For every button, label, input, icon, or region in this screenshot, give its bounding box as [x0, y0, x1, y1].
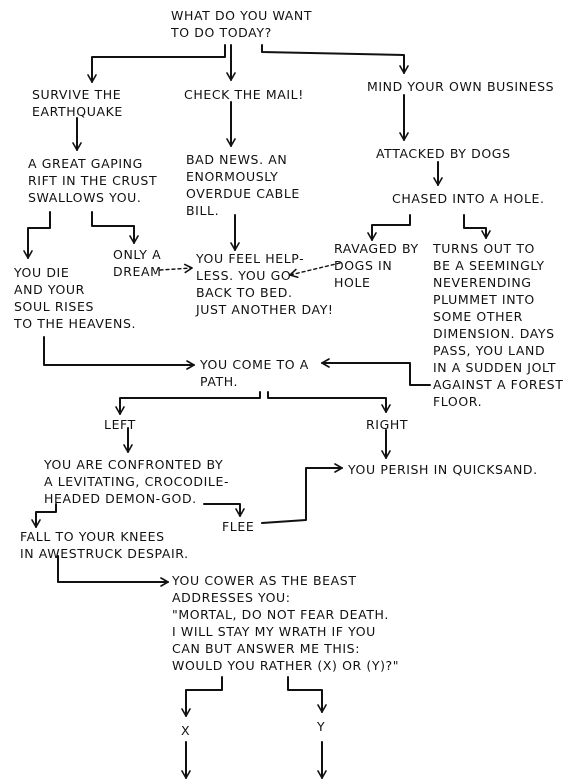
- arrow-kneel-to-cower: [57, 555, 169, 587]
- arrow-chased-to-plummet: [463, 214, 491, 239]
- node-start: What do you want to do today?: [171, 8, 313, 40]
- node-only-a-dream: Only a dream: [113, 247, 162, 279]
- arrow-chased-to-ravaged: [367, 214, 411, 241]
- arrow-demon-to-kneel: [31, 503, 57, 528]
- node-cower: You cower as the beast addresses you: "M…: [172, 573, 400, 673]
- node-flee: Flee: [222, 519, 255, 534]
- arrow-rift-to-die: [23, 211, 51, 259]
- node-ravaged-by-dogs: Ravaged by dogs in hole: [334, 241, 419, 290]
- node-perish-quicksand: You perish in quicksand.: [348, 462, 538, 477]
- node-survive-earthquake: Survive the earthquake: [32, 87, 123, 119]
- node-x: x: [181, 723, 191, 738]
- node-endless-plummet: Turns out to be a seemingly neverending …: [433, 241, 564, 409]
- arrow-plummet-to-path: [321, 358, 431, 386]
- arrow-path-to-right: [267, 391, 391, 413]
- node-attacked-by-dogs: Attacked by dogs: [376, 146, 511, 161]
- arrow-cower-to-y: [287, 676, 327, 713]
- node-mind-business: Mind your own business: [367, 79, 555, 94]
- arrow-dream-to-helpless: [159, 263, 193, 274]
- arrow-start-to-mind: [261, 44, 409, 74]
- node-come-to-path: You come to a path.: [200, 357, 309, 389]
- arrow-path-to-left: [115, 391, 261, 415]
- arrow-die-to-path: [43, 336, 195, 370]
- node-right: Right: [366, 417, 409, 432]
- arrow-demon-to-flee: [203, 503, 245, 517]
- arrow-start-to-survive: [87, 44, 226, 83]
- node-check-mail: Check the mail!: [184, 87, 304, 102]
- arrow-ravaged-to-helpless: [289, 262, 341, 279]
- node-y: y: [317, 719, 326, 734]
- node-gaping-rift: A great gaping rift in the crust swallow…: [28, 156, 158, 205]
- node-feel-helpless: You feel help- less. You go back to bed.…: [196, 251, 334, 317]
- arrow-rift-to-dream: [91, 211, 139, 244]
- node-fall-to-knees: Fall to your knees in awestruck despair.: [20, 529, 189, 561]
- node-demon-god: You are confronted by a levitating, croc…: [44, 457, 230, 506]
- node-left: Left: [104, 417, 136, 432]
- arrow-flee-to-quicksand: [261, 463, 343, 524]
- node-bad-news: Bad news. An enormously overdue cable bi…: [186, 152, 300, 218]
- node-you-die: You die and your soul rises to the heave…: [14, 265, 137, 331]
- node-chased-into-hole: Chased into a hole.: [392, 191, 545, 206]
- arrow-cower-to-x: [181, 676, 223, 717]
